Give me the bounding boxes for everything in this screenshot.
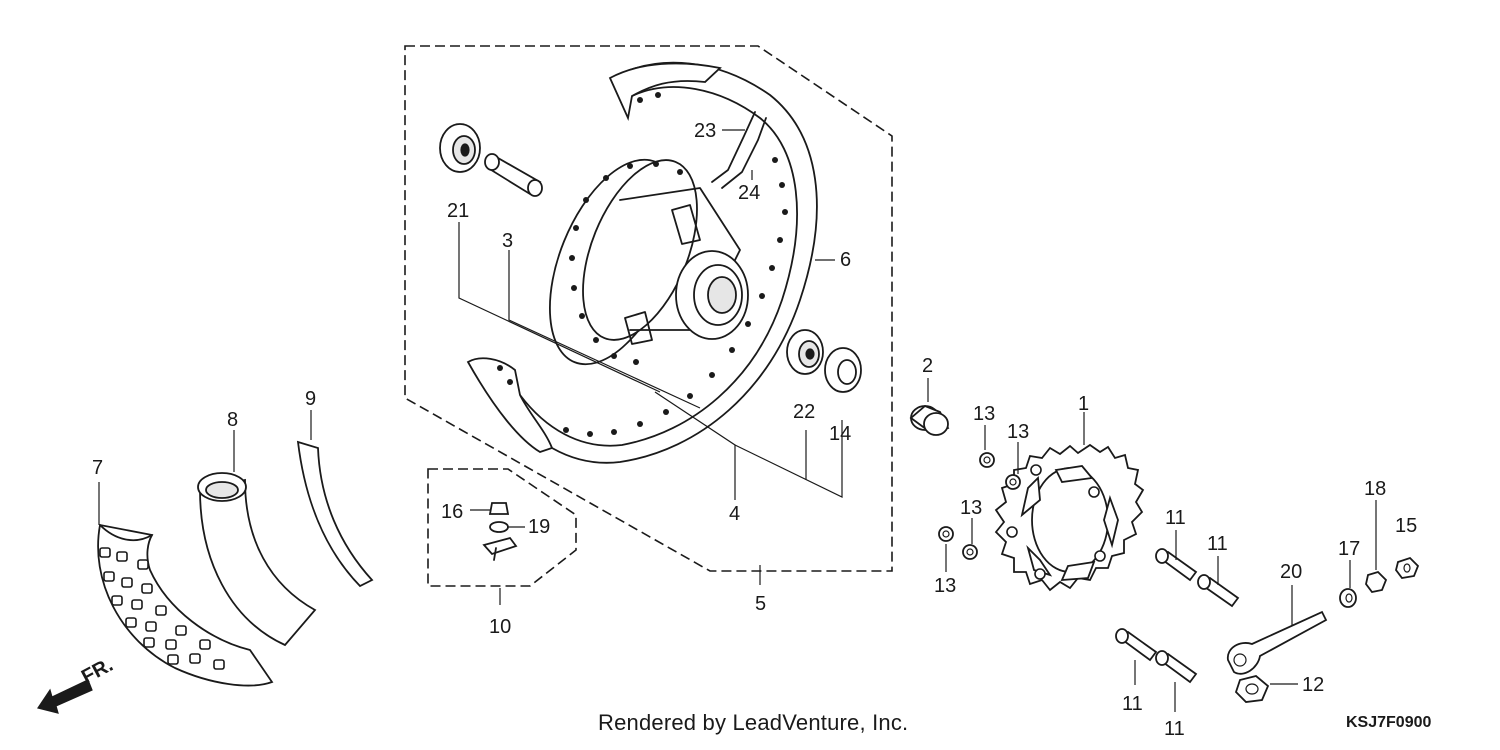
nut-part-12[interactable] [1234, 675, 1298, 703]
tire-part-7[interactable] [97, 482, 274, 687]
callout-9: 9 [305, 388, 316, 410]
callout-1: 1 [1078, 393, 1089, 415]
callout-10: 10 [489, 616, 511, 638]
render-credit: Rendered by LeadVenture, Inc. [598, 710, 909, 735]
callout-13-b: 13 [1007, 421, 1029, 443]
callout-14: 14 [829, 423, 851, 445]
callout-22: 22 [793, 401, 815, 423]
valve-parts[interactable] [470, 502, 525, 605]
callout-21: 21 [447, 200, 469, 222]
callout-8: 8 [227, 409, 238, 431]
valve-assembly-outline [427, 468, 577, 587]
callout-13-d: 13 [934, 575, 956, 597]
washer-part-17[interactable] [1339, 560, 1357, 608]
callout-17: 17 [1338, 538, 1360, 560]
callout-24: 24 [738, 182, 760, 204]
callout-labels: 1 2 3 4 5 6 7 8 9 10 11 11 11 11 12 13 1… [92, 120, 1417, 740]
bearing-part-22[interactable] [786, 329, 824, 375]
callout-12: 12 [1302, 674, 1324, 696]
callout-11-a: 11 [1165, 507, 1186, 529]
callout-11-d: 11 [1164, 718, 1185, 740]
chain-adjuster-part-20[interactable] [1227, 585, 1328, 675]
wheel-leader-lines [458, 129, 843, 585]
forward-direction-arrow: FR. [37, 654, 117, 714]
callout-15: 15 [1395, 515, 1417, 537]
rim-part[interactable] [466, 61, 818, 464]
collar-part-3[interactable] [484, 153, 543, 197]
callout-19: 19 [528, 516, 550, 538]
wheel-hub[interactable] [524, 141, 749, 382]
seal-part-14[interactable] [824, 347, 862, 393]
callout-2: 2 [922, 355, 933, 377]
bolt-parts-11[interactable] [1115, 530, 1240, 712]
spoke-parts[interactable] [711, 111, 767, 189]
nut-parts-13[interactable] [938, 425, 1021, 572]
callout-18: 18 [1364, 478, 1386, 500]
sprocket-part-1[interactable] [994, 412, 1145, 592]
spacer-part-2[interactable] [909, 378, 950, 436]
nut-part-18[interactable] [1365, 500, 1388, 593]
callout-13-a: 13 [973, 403, 995, 425]
callout-20: 20 [1280, 561, 1302, 583]
callout-4: 4 [729, 503, 740, 525]
tube-part-8[interactable] [197, 430, 317, 647]
callout-11-b: 11 [1207, 533, 1228, 555]
callout-5: 5 [755, 593, 766, 615]
wheel-assembly-outline [404, 45, 893, 572]
callout-13-c: 13 [960, 497, 982, 519]
callout-7: 7 [92, 457, 103, 479]
bearing-part-21[interactable] [439, 123, 481, 173]
callout-6: 6 [840, 249, 851, 271]
rim-band-part-9[interactable] [296, 410, 374, 588]
callout-23: 23 [694, 120, 716, 142]
callout-3: 3 [502, 230, 513, 252]
callout-16: 16 [441, 501, 463, 523]
nut-part-15[interactable] [1395, 556, 1420, 579]
callout-11-c: 11 [1122, 693, 1143, 715]
diagram-code: KSJ7F0900 [1346, 714, 1432, 731]
